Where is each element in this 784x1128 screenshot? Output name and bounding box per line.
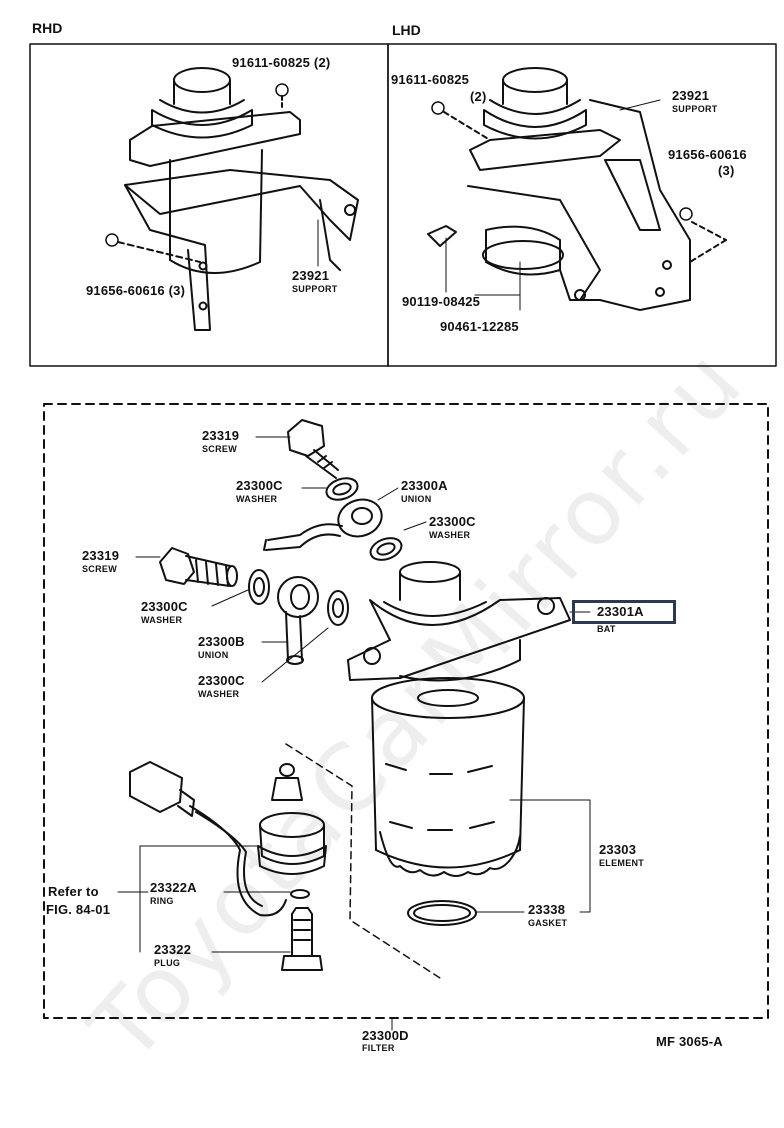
lhd-support-name: SUPPORT — [672, 104, 718, 114]
washer-3 — [248, 569, 270, 605]
filter-label[interactable]: 23300D — [362, 1028, 409, 1043]
element-name: ELEMENT — [599, 858, 645, 868]
washer-4 — [327, 590, 349, 626]
union-a-label[interactable]: 23300A — [401, 478, 448, 493]
lhd-support-label[interactable]: 23921 — [672, 88, 710, 103]
rhd-support-label[interactable]: 23921 — [292, 268, 330, 283]
lhd-nut-qty: (3) — [718, 163, 735, 178]
gasket — [407, 900, 477, 926]
highlight-box[interactable] — [572, 600, 676, 624]
lhd-nut-label[interactable]: 91656-60616 — [668, 147, 747, 162]
filter-name: FILTER — [362, 1043, 395, 1053]
filter-element — [371, 677, 525, 877]
refer-line-1: Refer to — [48, 884, 99, 899]
ring-name: RING — [150, 896, 174, 906]
filter-head — [347, 561, 571, 682]
rhd-bolt-label[interactable]: 91611-60825 (2) — [232, 55, 331, 70]
union-a — [263, 498, 383, 551]
refer-line-2[interactable]: FIG. 84-01 — [46, 902, 111, 917]
filter-group-frame — [43, 403, 769, 1019]
union-a-name: UNION — [401, 494, 432, 504]
washer-3-label[interactable]: 23300C — [141, 599, 188, 614]
washer-2-label[interactable]: 23300C — [429, 514, 476, 529]
rhd-filter-assembly — [105, 67, 359, 331]
element-label[interactable]: 23303 — [599, 842, 637, 857]
figure-code: MF 3065-A — [656, 1034, 723, 1049]
washer-3-name: WASHER — [141, 615, 183, 625]
gasket-label[interactable]: 23338 — [528, 902, 566, 917]
lhd-frame — [387, 43, 777, 367]
screw-left — [159, 547, 238, 587]
rhd-support-name: SUPPORT — [292, 284, 338, 294]
washer-4-name: WASHER — [198, 689, 240, 699]
lhd-filter-assembly — [427, 67, 727, 311]
lhd-bolt-label[interactable]: 91611-60825 — [391, 72, 470, 87]
leader-lines — [117, 436, 591, 1031]
screw-top-name: SCREW — [202, 444, 237, 454]
sensor-connector — [129, 761, 287, 917]
screw-left-name: SCREW — [82, 564, 117, 574]
washer-2 — [369, 537, 403, 561]
filter-head-label[interactable]: 23301A — [597, 604, 644, 619]
o-ring — [290, 889, 310, 899]
filter-head-name: BAT — [597, 624, 616, 634]
lhd-header: LHD — [392, 22, 421, 38]
sensor-body — [257, 763, 327, 875]
rhd-header: RHD — [32, 20, 63, 36]
washer-1-name: WASHER — [236, 494, 278, 504]
rhd-nut-label[interactable]: 91656-60616 (3) — [86, 283, 186, 298]
drain-plug — [281, 907, 323, 971]
union-b — [277, 576, 319, 665]
screw-left-label[interactable]: 23319 — [82, 548, 120, 563]
washer-1 — [325, 477, 359, 501]
screw-top-label[interactable]: 23319 — [202, 428, 240, 443]
lhd-clamp-label[interactable]: 90461-12285 — [440, 319, 519, 334]
plug-name: PLUG — [154, 958, 181, 968]
gasket-name: GASKET — [528, 918, 568, 928]
washer-4-label[interactable]: 23300C — [198, 673, 245, 688]
ring-label[interactable]: 23322A — [150, 880, 197, 895]
union-b-name: UNION — [198, 650, 229, 660]
screw-top — [287, 419, 339, 479]
lhd-bolt-small-label[interactable]: 90119-08425 — [402, 294, 481, 309]
washer-2-name: WASHER — [429, 530, 471, 540]
plug-label[interactable]: 23322 — [154, 942, 192, 957]
union-b-label[interactable]: 23300B — [198, 634, 245, 649]
lhd-bolt-qty: (2) — [470, 89, 487, 104]
washer-1-label[interactable]: 23300C — [236, 478, 283, 493]
